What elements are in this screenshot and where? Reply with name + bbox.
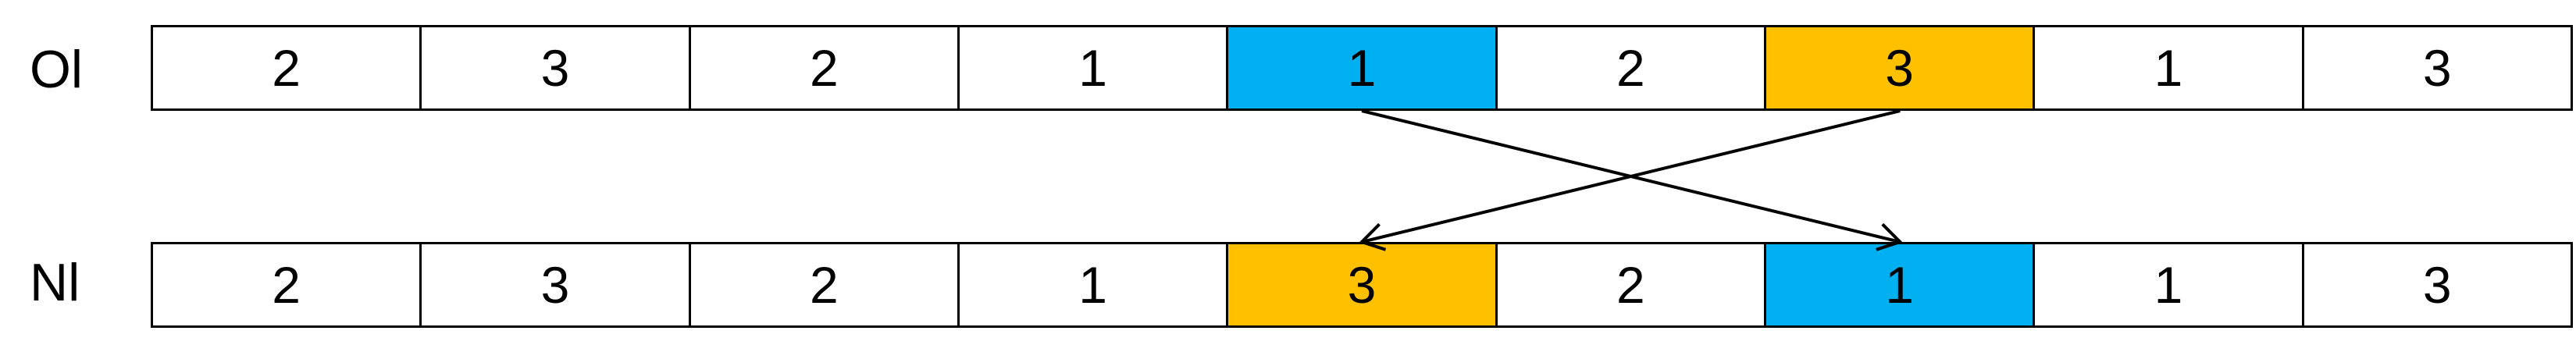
cell-ol-0: 2 xyxy=(153,27,422,108)
cell-ol-6: 3 xyxy=(1765,27,2036,108)
cell-nl-5: 2 xyxy=(1497,244,1766,325)
cell-ol-7: 1 xyxy=(2035,27,2304,108)
cell-ol-8: 3 xyxy=(2303,27,2571,108)
swap-arrow-line-1 xyxy=(1361,109,1901,244)
cell-nl-4: 3 xyxy=(1228,244,1498,325)
cell-ol-5: 2 xyxy=(1497,27,1766,108)
cell-nl-6: 1 xyxy=(1765,244,2036,325)
cell-nl-1: 3 xyxy=(422,244,691,325)
cell-nl-7: 1 xyxy=(2035,244,2304,325)
cell-nl-2: 2 xyxy=(690,244,960,325)
cell-nl-8: 3 xyxy=(2303,244,2571,325)
cell-ol-1: 3 xyxy=(422,27,691,108)
swap-arrow-line-0 xyxy=(1361,109,1901,244)
cell-ol-2: 2 xyxy=(690,27,960,108)
row-label-ol: Ol xyxy=(30,40,83,99)
cell-nl-0: 2 xyxy=(153,244,422,325)
cell-ol-3: 1 xyxy=(959,27,1229,108)
cell-ol-4: 1 xyxy=(1228,27,1498,108)
row-label-nl: Nl xyxy=(30,253,80,312)
cell-nl-3: 1 xyxy=(959,244,1229,325)
